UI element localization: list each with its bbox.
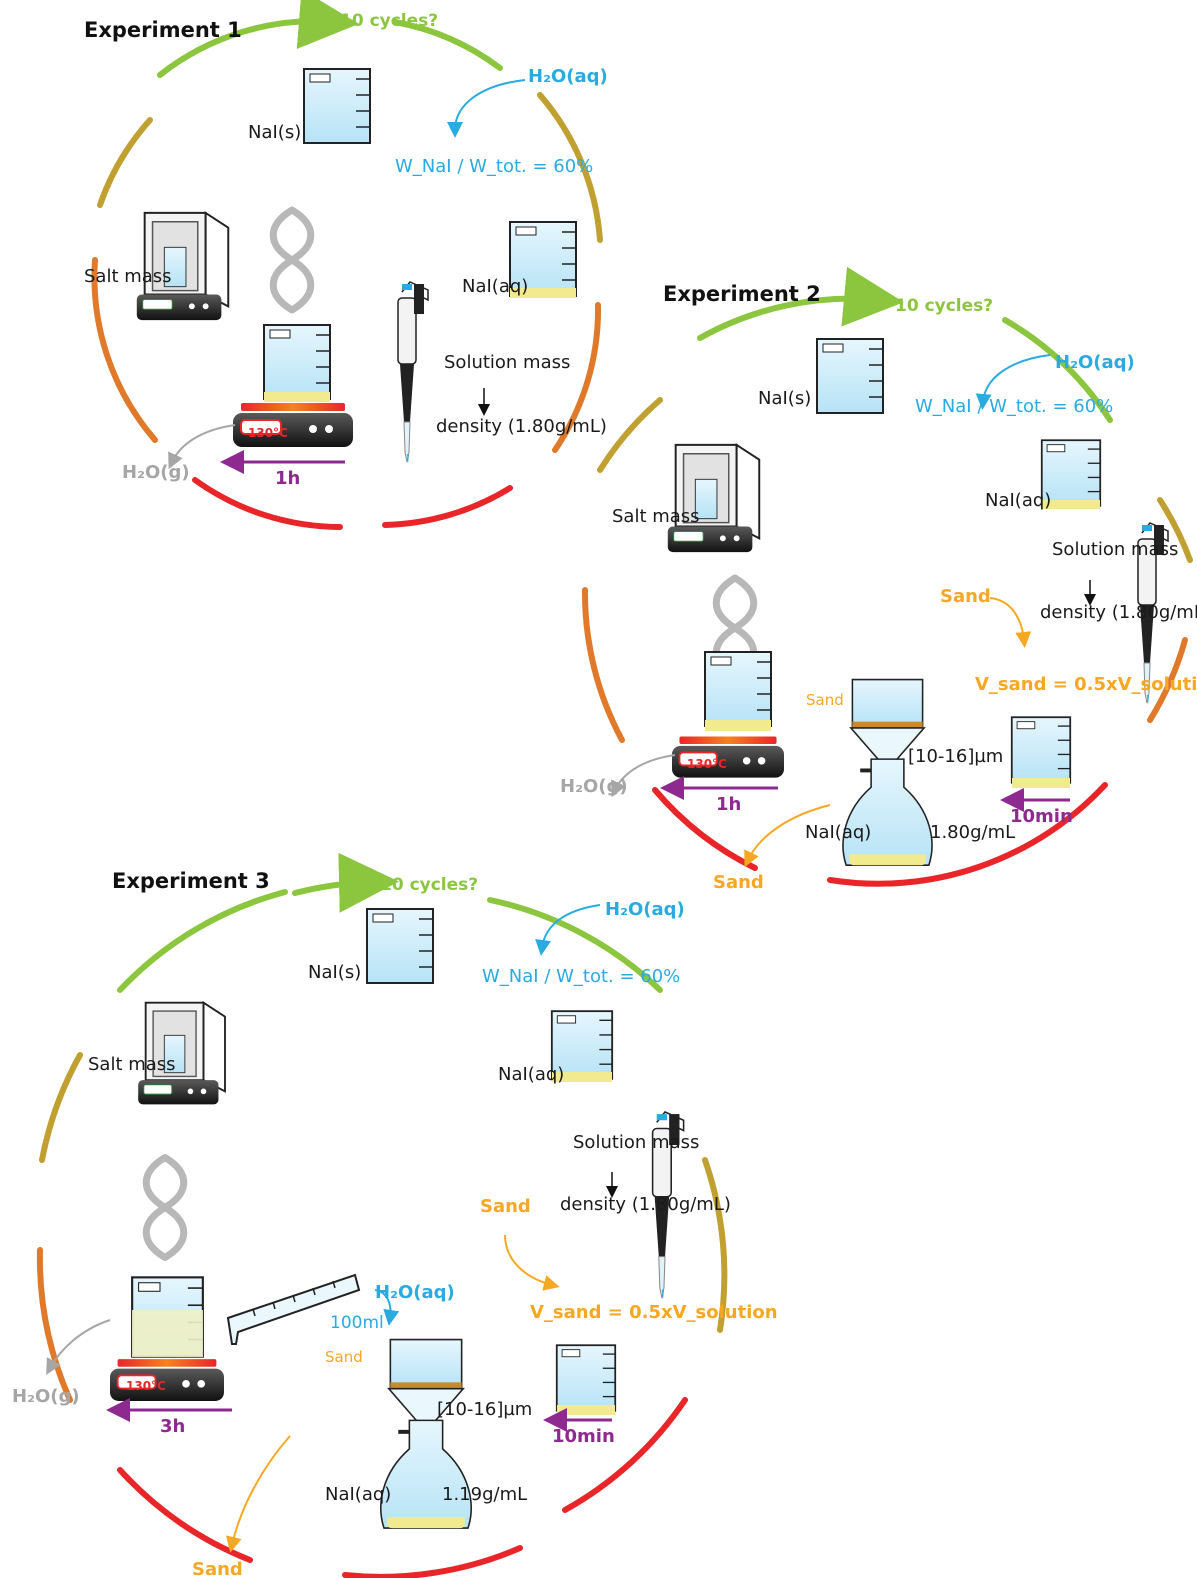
exp2-settle-time: 10min — [1010, 806, 1073, 827]
exp2-water-aq: H₂O(aq) — [1055, 352, 1135, 373]
exp2-heat-time: 1h — [716, 794, 741, 815]
exp2-density: density (1.80g/mL) — [1040, 602, 1197, 623]
exp3-steam — [146, 1158, 184, 1258]
exp3-salt-aq: NaI(aq) — [498, 1064, 564, 1085]
exp1-water-aq: H₂O(aq) — [528, 66, 608, 87]
exp2-cycles: 10 cycles? — [895, 296, 993, 316]
exp2-sand: Sand — [940, 586, 991, 607]
exp2-pore-size: [10-16]µm — [908, 746, 1003, 767]
exp3-title: Experiment 3 — [112, 869, 270, 893]
exp2-beaker-solid — [815, 337, 885, 415]
experiment-1: Experiment 1 10 cycles? NaI(s) H₂O(aq) W… — [84, 0, 608, 530]
exp3-pore-size: [10-16]µm — [437, 1399, 532, 1420]
exp2-beaker-heat — [703, 650, 773, 728]
exp3-rinse-water: H₂O(aq) — [375, 1282, 455, 1303]
exp3-salt-mass: Salt mass — [88, 1054, 176, 1075]
exp3-sand: Sand — [480, 1196, 531, 1217]
exp1-beaker-solid — [302, 67, 372, 145]
exp3-fraction: W_NaI / W_tot. = 60% — [482, 966, 680, 987]
exp1-cycles: 10 cycles? — [340, 11, 438, 31]
exp3-filter-sand: Sand — [325, 1348, 363, 1366]
exp3-water-gas: H₂O(g) — [12, 1386, 80, 1407]
exp2-solution-mass: Solution mass — [1052, 539, 1178, 560]
exp2-fraction: W_NaI / W_tot. = 60% — [915, 396, 1113, 417]
exp3-graduated-cylinder — [226, 1273, 361, 1345]
exp2-title: Experiment 2 — [663, 282, 821, 306]
exp1-solution-mass: Solution mass — [444, 352, 570, 373]
exp3-beaker-solid — [365, 907, 435, 985]
exp2-v-sand: V_sand = 0.5xV_solution — [975, 674, 1197, 695]
exp3-filtrate-density: 1.19g/mL — [442, 1484, 527, 1505]
exp1-beaker-heat — [262, 323, 332, 401]
exp3-water-aq: H₂O(aq) — [605, 899, 685, 920]
experiment-3: Experiment 3 10 cycles? NaI(s) H₂O(aq) W… — [12, 852, 778, 1578]
exp3-rinse-volume: 100ml — [330, 1313, 384, 1333]
exp3-heat-time: 3h — [160, 1416, 185, 1437]
exp1-density: density (1.80g/mL) — [436, 416, 607, 437]
exp1-hotplate-temp: 130°C — [248, 426, 288, 440]
exp2-salt-aq: NaI(aq) — [985, 490, 1051, 511]
exp3-beaker-settle — [555, 1344, 617, 1412]
exp1-water-gas: H₂O(g) — [122, 462, 190, 483]
exp3-solution-mass: Solution mass — [573, 1132, 699, 1153]
exp3-density: density (1.80g/mL) — [560, 1194, 731, 1215]
exp2-oven-balance — [666, 443, 761, 554]
exp2-water-gas: H₂O(g) — [560, 776, 628, 797]
exp2-filtrate-label: NaI(aq) — [805, 822, 871, 843]
exp2-beaker-settle — [1010, 716, 1072, 784]
exp2-filter-sand: Sand — [806, 691, 844, 709]
exp3-sand-out: Sand — [192, 1559, 243, 1578]
exp1-pipette — [397, 281, 429, 465]
exp1-hotplate — [233, 403, 353, 448]
exp3-salt-solid: NaI(s) — [308, 962, 361, 983]
exp1-salt-mass: Salt mass — [84, 266, 172, 287]
exp1-steam — [273, 210, 311, 310]
exp2-filtrate-density: 1.80g/mL — [930, 822, 1015, 843]
exp3-cycles: 10 cycles? — [380, 875, 478, 895]
exp2-sand-out: Sand — [713, 872, 764, 893]
exp1-title: Experiment 1 — [84, 18, 242, 42]
exp1-fraction: W_NaI / W_tot. = 60% — [395, 156, 593, 177]
experiment-2: Experiment 2 10 cycles? NaI(s) H₂O(aq) W… — [560, 266, 1197, 893]
exp2-salt-solid: NaI(s) — [758, 388, 811, 409]
exp3-filtrate-label: NaI(aq) — [325, 1484, 391, 1505]
exp1-salt-solid: NaI(s) — [248, 122, 301, 143]
exp2-hotplate-temp: 130°C — [687, 757, 727, 771]
exp1-heat-time: 1h — [275, 468, 300, 489]
exp3-settle-time: 10min — [552, 1426, 615, 1447]
exp2-salt-mass: Salt mass — [612, 506, 700, 527]
exp3-hotplate-temp: 130°C — [126, 1379, 166, 1393]
exp1-salt-aq: NaI(aq) — [462, 276, 528, 297]
exp3-v-sand: V_sand = 0.5xV_solution — [530, 1302, 778, 1323]
